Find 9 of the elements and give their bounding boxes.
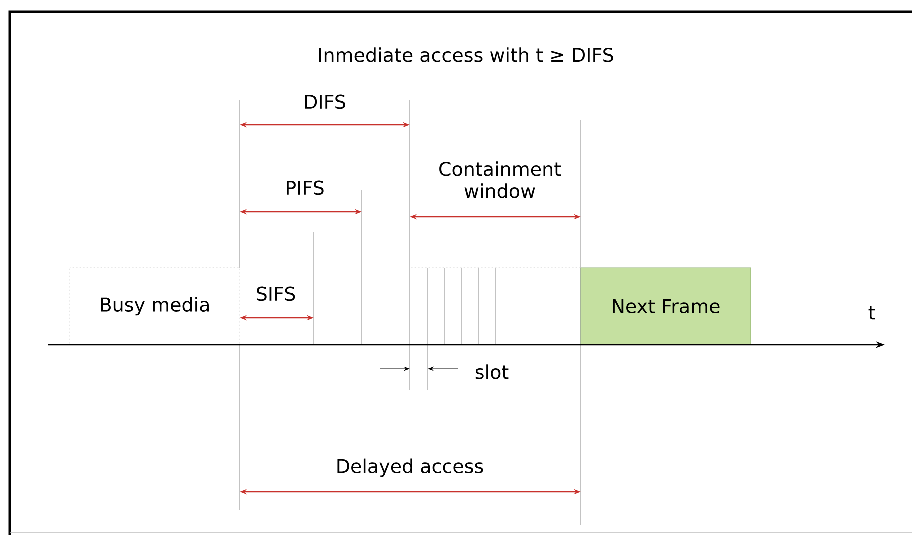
frame-box: Next Frame xyxy=(580,268,752,346)
interval-label: DIFS xyxy=(305,94,346,110)
interval-label: PIFS xyxy=(287,180,324,196)
interval-label: slot xyxy=(476,364,509,380)
interval-label: Delayed access xyxy=(338,458,484,478)
axis-label: t xyxy=(868,306,876,320)
title: Inmediate access with t ≥ DIFS xyxy=(320,48,614,62)
busy-media-box: Busy media xyxy=(70,268,240,346)
interval-label: Containment window xyxy=(440,162,562,198)
